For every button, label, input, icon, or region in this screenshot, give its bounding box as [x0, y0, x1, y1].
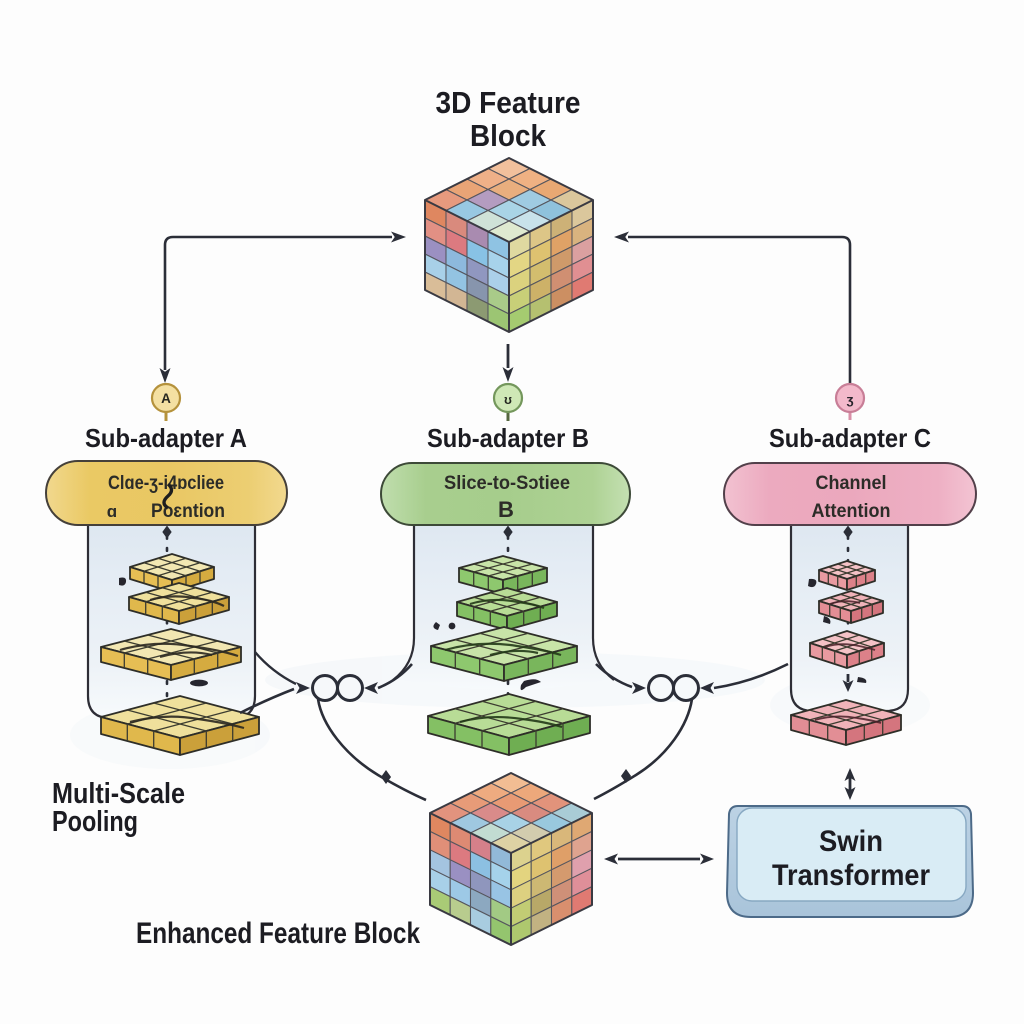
svg-text:Channel: Channel	[816, 473, 887, 494]
svg-text:Pooling: Pooling	[52, 806, 138, 838]
svg-text:ɑ: ɑ	[107, 502, 117, 521]
svg-text:A: A	[161, 391, 171, 406]
svg-text:Slice-to-Sɔtiee: Slice-to-Sɔtiee	[444, 473, 570, 494]
svg-text:Multi-Scale: Multi-Scale	[52, 778, 185, 810]
svg-text:Sub-adapter C: Sub-adapter C	[769, 423, 931, 453]
svg-text:Enhanced Feature Block: Enhanced Feature Block	[136, 917, 420, 950]
svg-text:Clɑe-ʒ-i4ɒcliee: Clɑe-ʒ-i4ɒcliee	[108, 473, 224, 494]
svg-text:Sub-adapter A: Sub-adapter A	[85, 423, 247, 453]
svg-text:ʊ: ʊ	[504, 393, 512, 407]
svg-text:Swin: Swin	[819, 825, 883, 858]
svg-text:B: B	[498, 497, 514, 522]
svg-text:Block: Block	[470, 118, 547, 153]
svg-text:Attention: Attention	[812, 501, 891, 522]
svg-text:ʒ: ʒ	[847, 392, 854, 407]
svg-text:Poɛntion: Poɛntion	[151, 501, 225, 522]
svg-text:Transformer: Transformer	[772, 859, 930, 892]
svg-text:3D Feature: 3D Feature	[436, 85, 581, 120]
svg-text:Sub-adapter B: Sub-adapter B	[427, 423, 589, 453]
